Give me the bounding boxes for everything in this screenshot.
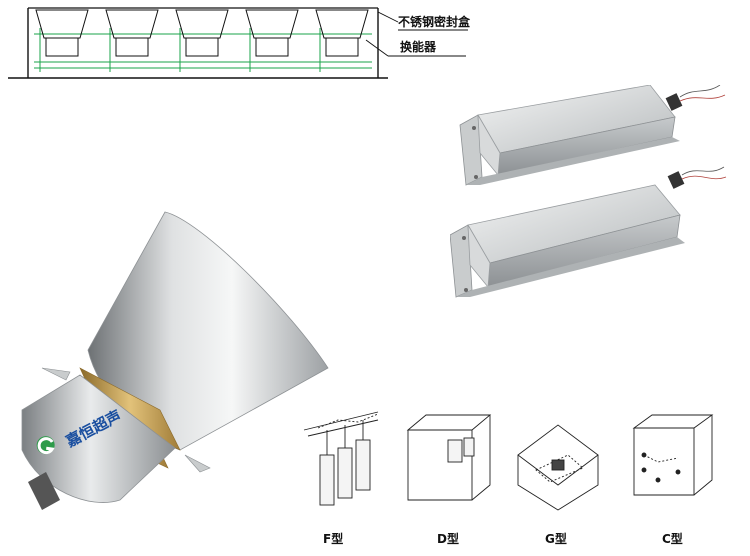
type-d-illustration bbox=[406, 414, 492, 501]
transducer-cone bbox=[35, 9, 89, 39]
transducer-cone bbox=[315, 9, 369, 39]
transducer-body bbox=[21, 374, 176, 503]
brand-logo-icon bbox=[36, 436, 55, 455]
transducer-base bbox=[115, 37, 149, 57]
transducer-illustration bbox=[21, 211, 329, 510]
transducer-cone bbox=[105, 9, 159, 39]
sealed-box-illustration bbox=[450, 85, 727, 298]
sealed-box-upper bbox=[459, 85, 726, 186]
tank-schematic bbox=[8, 7, 468, 79]
transducer-base bbox=[45, 37, 79, 57]
transducer-cone bbox=[245, 9, 299, 39]
type-label-f: F型 bbox=[323, 532, 344, 546]
installation-types bbox=[303, 411, 714, 511]
transducer-base bbox=[255, 37, 289, 57]
transducer-base bbox=[325, 37, 359, 57]
transducer-stud bbox=[28, 472, 60, 510]
transducer-cone-row bbox=[35, 9, 369, 57]
wiring-lines bbox=[34, 28, 372, 72]
type-label-d: D型 bbox=[437, 532, 459, 546]
transducer-cone bbox=[175, 9, 229, 39]
type-label-c: C型 bbox=[662, 532, 683, 546]
type-label-g: G型 bbox=[545, 532, 567, 546]
transducer-base bbox=[185, 37, 219, 57]
sealed-box-lower bbox=[450, 166, 727, 298]
callout-leader-box bbox=[377, 11, 399, 23]
mount-tab-left bbox=[41, 367, 71, 381]
type-f-illustration bbox=[303, 411, 379, 506]
callout-transducer: 换能器 bbox=[400, 40, 437, 54]
callout-sealed-box: 不锈钢密封盒 bbox=[398, 15, 471, 29]
type-c-illustration bbox=[632, 414, 714, 496]
type-g-illustration bbox=[517, 424, 599, 511]
mount-tab-right bbox=[184, 454, 211, 473]
callout-leader-transducer bbox=[365, 39, 389, 57]
